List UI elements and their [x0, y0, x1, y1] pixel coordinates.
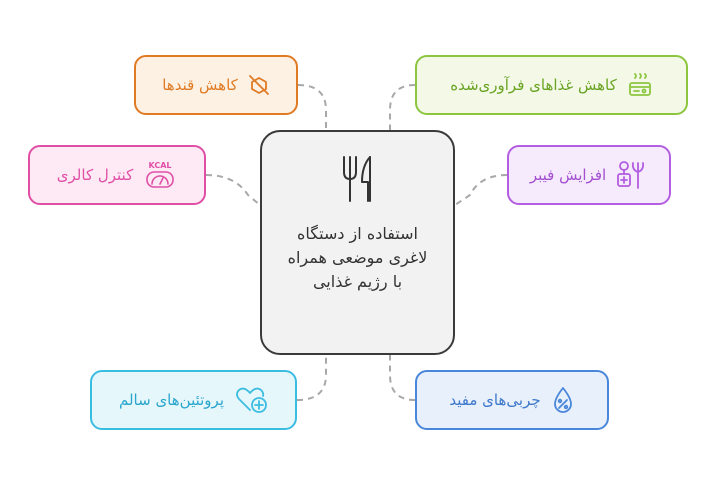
- node-calorie-control[interactable]: KCAL کنترل کالری: [28, 145, 206, 205]
- node-label: کاهش غذاهای فرآوری‌شده: [450, 76, 617, 94]
- node-healthy-proteins[interactable]: پروتئین‌های سالم: [90, 370, 297, 430]
- fork-knife-icon: [338, 154, 378, 208]
- connector-proc: [389, 84, 416, 130]
- node-reduce-sugar[interactable]: کاهش قندها: [134, 55, 298, 115]
- node-label: کنترل کالری: [56, 166, 134, 184]
- connector-sugar: [297, 84, 327, 130]
- heart-plus-icon: [234, 386, 268, 414]
- node-label: چربی‌های مفید: [449, 391, 541, 409]
- fiber-plants-icon: [616, 160, 648, 190]
- node-increase-fiber[interactable]: افزایش فیبر: [507, 145, 671, 205]
- node-reduce-processed-food[interactable]: کاهش غذاهای فرآوری‌شده: [415, 55, 688, 115]
- percent-drop-icon: [551, 386, 575, 414]
- connector-fats: [389, 355, 416, 401]
- node-beneficial-fats[interactable]: چربی‌های مفید: [415, 370, 609, 430]
- connector-protein: [296, 355, 327, 401]
- kcal-scale-icon: KCAL: [143, 160, 177, 190]
- center-node: استفاده از دستگاه لاغری موضعی همراه با ر…: [260, 130, 455, 355]
- connector-cal: [205, 174, 261, 206]
- kcal-text: KCAL: [149, 161, 172, 170]
- node-label: کاهش قندها: [162, 76, 238, 94]
- center-title: استفاده از دستگاه لاغری موضعی همراه با ر…: [287, 224, 428, 291]
- packaged-food-icon: [627, 72, 653, 98]
- node-label: پروتئین‌های سالم: [118, 391, 225, 409]
- no-sugar-icon: [248, 74, 270, 96]
- connector-fiber: [454, 174, 508, 206]
- node-label: افزایش فیبر: [529, 166, 607, 184]
